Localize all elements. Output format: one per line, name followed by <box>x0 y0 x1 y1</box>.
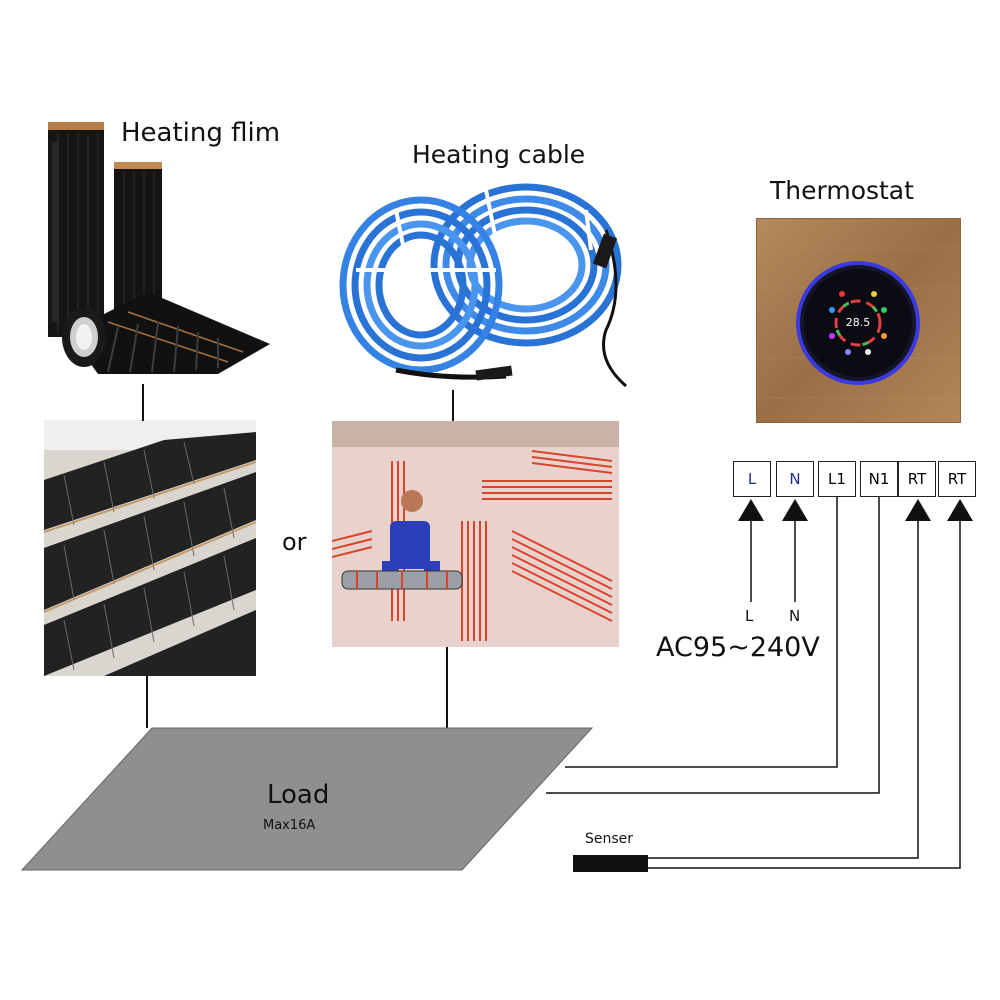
supply-voltage-label: AC95~240V <box>656 632 820 663</box>
thermostat-temperature: 28.5 <box>846 316 871 329</box>
rt2-sensor-wire <box>646 510 961 869</box>
supply-n-label: N <box>789 607 801 625</box>
thermostat-image: 28.5 <box>756 218 961 423</box>
n1-load-wire <box>546 497 880 794</box>
supply-n-arrow <box>782 499 808 521</box>
l1-load-wire <box>565 497 838 768</box>
heating-cable-floor-image <box>332 421 619 647</box>
heating-cable-label: Heating cable <box>412 140 586 169</box>
terminal-l1: L1 <box>818 461 856 497</box>
heating-cable-coils-image <box>336 170 636 392</box>
terminal-rt-1: RT <box>898 461 936 497</box>
load-max-label: Max16A <box>263 818 316 833</box>
terminal-n1: N1 <box>860 461 898 497</box>
rt1-sensor-wire <box>646 510 919 859</box>
thermostat-label: Thermostat <box>770 176 914 205</box>
terminal-l: L <box>733 461 771 497</box>
supply-l-arrow <box>738 499 764 521</box>
sensor-label: Senser <box>585 831 634 847</box>
terminal-n: N <box>776 461 814 497</box>
terminal-rt-2: RT <box>938 461 976 497</box>
load-label: Load <box>267 780 330 810</box>
or-label: or <box>282 528 307 556</box>
heating-film-label: Heating flim <box>121 118 281 148</box>
load-block <box>20 727 594 871</box>
heating-film-rolls-image <box>38 112 270 384</box>
supply-l-label: L <box>745 607 754 625</box>
sensor-probe <box>573 855 648 872</box>
heating-film-floor-image <box>44 420 256 676</box>
